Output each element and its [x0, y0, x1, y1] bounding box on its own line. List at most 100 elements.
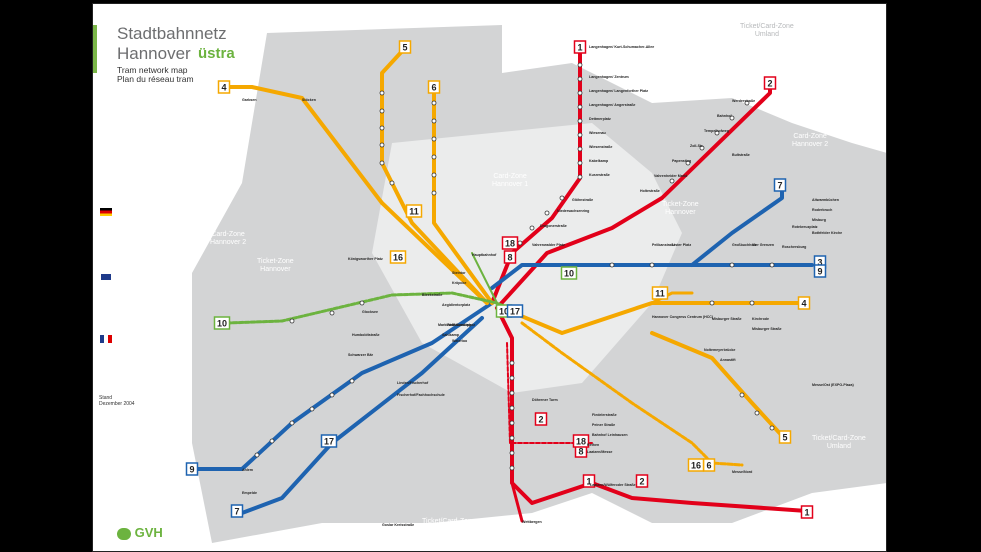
line-6-badge: 6: [704, 459, 715, 471]
station-label: Ahlem: [242, 468, 253, 472]
line-1-badge: 1: [802, 506, 813, 518]
station-label: Kröpcke: [452, 281, 466, 285]
station-label: Misburger Straße: [752, 327, 782, 331]
stand-note: Stand Dezember 2004: [99, 395, 135, 407]
station-label: Misburger Straße: [712, 317, 742, 321]
line-9-badge: 9: [187, 463, 198, 475]
station-label: Rotekreuzplatz: [792, 225, 818, 229]
station-dot: [290, 319, 294, 323]
station-dot: [255, 453, 259, 457]
station-label: Glöhnstraße: [572, 198, 593, 202]
station-dot: [432, 173, 436, 177]
badge-number: 2: [767, 79, 772, 89]
station-label: Vahrenwalder Platz: [532, 243, 565, 247]
station-label: Zoll-Str.: [690, 144, 703, 148]
station-dot: [390, 181, 394, 185]
badge-number: 5: [782, 433, 787, 443]
station-dot: [578, 91, 582, 95]
line-4-badge: 4: [219, 81, 230, 93]
station-dot: [432, 155, 436, 159]
line-11-badge: 11: [407, 205, 422, 217]
station-label: Langenhagen/ Langenforther Platz: [589, 89, 648, 93]
station-label: Roschersburg: [782, 245, 806, 249]
station-label: Kurzestraße: [589, 173, 610, 177]
line-10-badge: 10: [215, 317, 230, 329]
germany-flag-icon: [100, 208, 112, 216]
station-label: Bultstraße: [732, 153, 750, 157]
station-dot: [510, 391, 514, 395]
station-label: Bahnhof: [717, 114, 732, 118]
line-16-badge: 16: [689, 459, 704, 471]
station-label: Tempelhofweg: [704, 129, 729, 133]
station-dot: [432, 101, 436, 105]
station-dot: [380, 91, 384, 95]
badge-number: 8: [578, 447, 583, 457]
badge-number: 7: [234, 507, 239, 517]
line-7-badge: 7: [775, 179, 786, 191]
station-label: Empelde: [242, 491, 257, 495]
station-label: Bahnhof Leinhausen: [592, 433, 628, 437]
station-dot: [578, 161, 582, 165]
line-18-badge: 18: [503, 237, 518, 249]
zone-label-umland-southeast: Ticket/Card-Zone Umland: [782, 538, 836, 552]
badge-number: 2: [639, 477, 644, 487]
badge-number: 17: [510, 307, 520, 317]
station-dot: [710, 301, 714, 305]
station-dot: [360, 301, 364, 305]
station-label: Annastift: [720, 358, 736, 362]
station-label: Werderstraße: [732, 99, 755, 103]
uk-flag-icon: [100, 273, 112, 281]
tram-network-map: 1112223445566778899101010111116161717181…: [92, 3, 887, 552]
map-title-city: Hannover: [117, 44, 191, 63]
badge-number: 6: [706, 461, 711, 471]
station-dot: [510, 451, 514, 455]
gvh-icon: [117, 528, 131, 540]
badge-number: 8: [507, 253, 512, 263]
station-dot: [578, 77, 582, 81]
station-dot: [432, 119, 436, 123]
line-17-badge: 17: [508, 305, 523, 317]
station-label: Peiner Straße: [592, 423, 615, 427]
map-title: Stadtbahnnetz: [117, 24, 227, 43]
line-17-badge: 17: [322, 435, 337, 447]
station-label: Messe/Ost (EXPO-Plaza): [812, 383, 854, 387]
badge-number: 2: [538, 415, 543, 425]
station-label: Humboldtstraße: [352, 333, 380, 337]
station-label: Wettbergen: [522, 520, 542, 524]
station-dot: [510, 361, 514, 365]
station-label: Misburg: [812, 218, 826, 222]
station-label: Niedersachsenring: [557, 209, 589, 213]
fare-zones: [192, 25, 887, 543]
station-dot: [560, 196, 564, 200]
badge-number: 11: [655, 289, 665, 299]
station-dot: [510, 436, 514, 440]
stand-date: Dezember 2004: [99, 401, 135, 407]
station-dot: [330, 311, 334, 315]
station-label: Altwarmbüchen: [812, 198, 839, 202]
station-dot: [270, 439, 274, 443]
line-4-badge: 4: [799, 297, 810, 309]
station-dot: [578, 147, 582, 151]
station-label: Steintor: [452, 271, 466, 275]
station-label: Waterloo: [452, 339, 467, 343]
line-2-badge: 2: [536, 413, 547, 425]
zone-label-umland-south: Ticket/Card-Zone Umland: [422, 518, 476, 534]
station-label: Holtestraße: [640, 189, 660, 193]
station-dot: [578, 175, 582, 179]
badge-number: 16: [691, 461, 701, 471]
station-label: Aegidientorplatz: [442, 303, 470, 307]
line-16-badge: 16: [391, 251, 406, 263]
station-label: Bothfelder Kirche: [812, 231, 842, 235]
station-label: Messe/Nord: [732, 470, 752, 474]
station-label: Dettmerplatz: [589, 117, 611, 121]
station-dot: [510, 406, 514, 410]
station-label: Döhrener Turm: [532, 398, 558, 402]
zone-label-umland-east: Ticket/Card-Zone Umland: [812, 435, 866, 451]
station-dot: [310, 407, 314, 411]
badge-number: 10: [217, 319, 227, 329]
badge-number: 18: [576, 437, 586, 447]
badge-number: 9: [189, 465, 194, 475]
station-dot: [330, 393, 334, 397]
station-label: Fischerhof/Fachhochschule: [397, 393, 445, 397]
line-10-badge: 10: [562, 267, 577, 279]
